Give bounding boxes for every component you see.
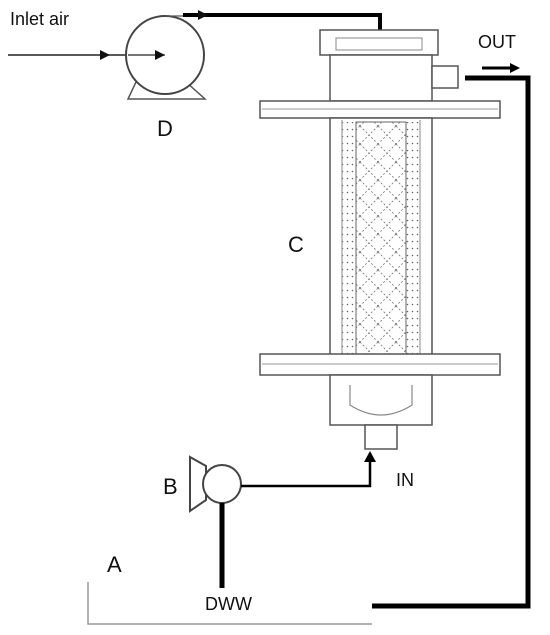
label-c: C (288, 232, 304, 257)
effluent-line (372, 75, 531, 609)
out-label: OUT (478, 32, 516, 52)
air-pump (125, 15, 207, 100)
label-b: B (163, 474, 178, 499)
in-label: IN (396, 470, 414, 490)
out-arrow (482, 63, 520, 73)
feed-pump (189, 455, 242, 513)
wastewater-tank (87, 582, 372, 625)
column (259, 29, 501, 450)
dww-label: DWW (205, 594, 252, 614)
inlet-air-label: Inlet air (10, 9, 69, 29)
label-a: A (107, 552, 122, 577)
inlet-air-line (8, 50, 126, 60)
label-d: D (157, 116, 173, 141)
feed-line (241, 451, 376, 488)
